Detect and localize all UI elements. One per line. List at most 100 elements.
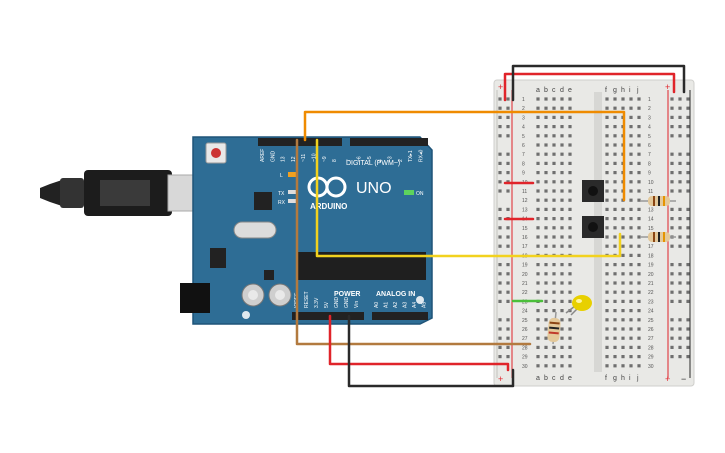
breadboard-hole[interactable] bbox=[544, 134, 548, 138]
breadboard-hole[interactable] bbox=[544, 180, 548, 184]
breadboard-hole[interactable] bbox=[605, 272, 609, 276]
rail-hole[interactable] bbox=[506, 226, 510, 230]
breadboard-hole[interactable] bbox=[536, 152, 540, 156]
rail-hole[interactable] bbox=[498, 180, 502, 184]
breadboard-hole[interactable] bbox=[637, 355, 641, 359]
breadboard-hole[interactable] bbox=[536, 364, 540, 368]
breadboard-hole[interactable] bbox=[552, 217, 556, 221]
breadboard-hole[interactable] bbox=[629, 272, 633, 276]
rail-hole[interactable] bbox=[506, 171, 510, 175]
breadboard-hole[interactable] bbox=[637, 226, 641, 230]
breadboard-hole[interactable] bbox=[605, 327, 609, 331]
breadboard-hole[interactable] bbox=[605, 309, 609, 313]
breadboard-hole[interactable] bbox=[560, 106, 564, 110]
rail-hole[interactable] bbox=[506, 189, 510, 193]
rail-hole[interactable] bbox=[506, 281, 510, 285]
rail-hole[interactable] bbox=[678, 152, 682, 156]
breadboard-hole[interactable] bbox=[552, 189, 556, 193]
breadboard-hole[interactable] bbox=[560, 309, 564, 313]
breadboard-hole[interactable] bbox=[544, 272, 548, 276]
rail-hole[interactable] bbox=[686, 152, 690, 156]
breadboard-hole[interactable] bbox=[605, 336, 609, 340]
breadboard-hole[interactable] bbox=[637, 263, 641, 267]
rail-hole[interactable] bbox=[506, 97, 510, 101]
rail-hole[interactable] bbox=[686, 134, 690, 138]
breadboard-hole[interactable] bbox=[605, 171, 609, 175]
analog-header[interactable] bbox=[372, 312, 428, 320]
breadboard-hole[interactable] bbox=[552, 97, 556, 101]
breadboard-hole[interactable] bbox=[613, 106, 617, 110]
rail-hole[interactable] bbox=[678, 171, 682, 175]
breadboard-hole[interactable] bbox=[629, 281, 633, 285]
wire-orange-pin12[interactable] bbox=[303, 110, 626, 202]
breadboard-hole[interactable] bbox=[568, 189, 572, 193]
breadboard-hole[interactable] bbox=[544, 281, 548, 285]
breadboard-hole[interactable] bbox=[536, 115, 540, 119]
breadboard-hole[interactable] bbox=[536, 161, 540, 165]
breadboard-hole[interactable] bbox=[629, 115, 633, 119]
rail-hole[interactable] bbox=[498, 125, 502, 129]
rail-hole[interactable] bbox=[498, 171, 502, 175]
breadboard-hole[interactable] bbox=[613, 355, 617, 359]
breadboard-hole[interactable] bbox=[629, 327, 633, 331]
breadboard-hole[interactable] bbox=[568, 143, 572, 147]
rail-hole[interactable] bbox=[686, 226, 690, 230]
breadboard-hole[interactable] bbox=[560, 244, 564, 248]
breadboard-hole[interactable] bbox=[613, 364, 617, 368]
breadboard-hole[interactable] bbox=[568, 134, 572, 138]
rail-hole[interactable] bbox=[686, 244, 690, 248]
breadboard-hole[interactable] bbox=[552, 207, 556, 211]
breadboard-hole[interactable] bbox=[637, 152, 641, 156]
breadboard-hole[interactable] bbox=[536, 106, 540, 110]
breadboard-hole[interactable] bbox=[552, 198, 556, 202]
power-jack[interactable] bbox=[180, 283, 210, 313]
rail-hole[interactable] bbox=[506, 134, 510, 138]
breadboard-hole[interactable] bbox=[613, 235, 617, 239]
breadboard-hole[interactable] bbox=[613, 244, 617, 248]
breadboard-hole[interactable] bbox=[605, 134, 609, 138]
breadboard-hole[interactable] bbox=[552, 161, 556, 165]
breadboard-hole[interactable] bbox=[629, 207, 633, 211]
breadboard-hole[interactable] bbox=[637, 198, 641, 202]
breadboard-hole[interactable] bbox=[613, 134, 617, 138]
rail-hole[interactable] bbox=[506, 115, 510, 119]
breadboard-hole[interactable] bbox=[637, 125, 641, 129]
breadboard-hole[interactable] bbox=[621, 226, 625, 230]
breadboard-hole[interactable] bbox=[552, 134, 556, 138]
breadboard-hole[interactable] bbox=[621, 364, 625, 368]
breadboard-hole[interactable] bbox=[605, 290, 609, 294]
breadboard-hole[interactable] bbox=[613, 217, 617, 221]
rail-hole[interactable] bbox=[686, 189, 690, 193]
rail-hole[interactable] bbox=[678, 161, 682, 165]
breadboard-hole[interactable] bbox=[544, 171, 548, 175]
breadboard-hole[interactable] bbox=[560, 235, 564, 239]
breadboard-hole[interactable] bbox=[613, 345, 617, 349]
breadboard-hole[interactable] bbox=[560, 263, 564, 267]
rail-hole[interactable] bbox=[506, 272, 510, 276]
breadboard-hole[interactable] bbox=[621, 244, 625, 248]
wire-brown-pin13[interactable] bbox=[295, 138, 532, 346]
rail-hole[interactable] bbox=[678, 355, 682, 359]
breadboard-hole[interactable] bbox=[536, 171, 540, 175]
breadboard-hole[interactable] bbox=[605, 217, 609, 221]
rail-hole[interactable] bbox=[670, 134, 674, 138]
breadboard-hole[interactable] bbox=[560, 171, 564, 175]
breadboard-hole[interactable] bbox=[621, 355, 625, 359]
breadboard-hole[interactable] bbox=[568, 364, 572, 368]
rail-hole[interactable] bbox=[686, 97, 690, 101]
breadboard-hole[interactable] bbox=[544, 125, 548, 129]
breadboard-hole[interactable] bbox=[560, 207, 564, 211]
breadboard-hole[interactable] bbox=[621, 263, 625, 267]
breadboard-hole[interactable] bbox=[552, 171, 556, 175]
breadboard-hole[interactable] bbox=[605, 97, 609, 101]
rail-hole[interactable] bbox=[686, 345, 690, 349]
breadboard-hole[interactable] bbox=[637, 253, 641, 257]
breadboard-hole[interactable] bbox=[560, 115, 564, 119]
rail-hole[interactable] bbox=[686, 263, 690, 267]
rail-hole[interactable] bbox=[670, 336, 674, 340]
rail-hole[interactable] bbox=[498, 263, 502, 267]
breadboard-hole[interactable] bbox=[536, 263, 540, 267]
rail-hole[interactable] bbox=[670, 189, 674, 193]
breadboard-hole[interactable] bbox=[560, 299, 564, 303]
breadboard-hole[interactable] bbox=[552, 125, 556, 129]
